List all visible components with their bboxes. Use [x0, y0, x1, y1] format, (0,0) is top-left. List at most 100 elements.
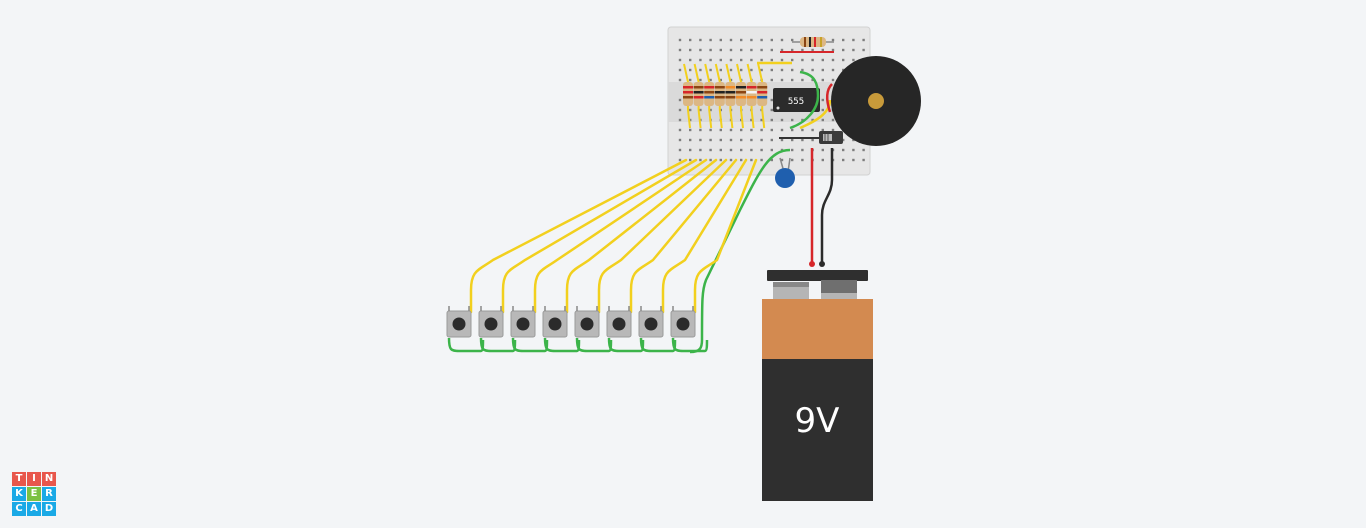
breadboard-hole	[689, 158, 692, 162]
breadboard-hole	[699, 38, 702, 42]
resistor-band	[725, 86, 736, 89]
breadboard-hole	[780, 118, 784, 122]
breadboard-hole	[689, 118, 692, 122]
resistor-band	[704, 91, 715, 94]
breadboard-hole	[719, 58, 722, 62]
breadboard-hole	[821, 68, 824, 72]
breadboard-hole	[852, 38, 855, 42]
breadboard-hole	[709, 158, 712, 162]
button-ground-chain[interactable]	[447, 337, 709, 353]
breadboard-hole	[760, 148, 763, 152]
pushbutton[interactable]	[542, 306, 568, 338]
top-resistor[interactable]	[792, 37, 834, 47]
resistor-body	[693, 82, 704, 106]
ic-555[interactable]: 555	[773, 88, 820, 112]
breadboard-hole	[770, 148, 773, 152]
chip-wire-yellow[interactable]	[799, 99, 832, 130]
logo-letter: E	[27, 487, 41, 501]
breadboard-hole	[862, 38, 865, 42]
breadboard-hole	[760, 58, 763, 62]
breadboard-hole	[852, 148, 855, 152]
breadboard-hole	[811, 118, 814, 122]
breadboard-hole	[719, 68, 722, 72]
ground-wire-green[interactable]	[689, 148, 791, 354]
breadboard-hole	[729, 78, 733, 82]
button-wires[interactable]	[469, 158, 758, 314]
ground-link-green	[671, 337, 709, 353]
ground-link-green	[447, 337, 485, 353]
pushbutton[interactable]	[510, 306, 536, 338]
breadboard-hole	[678, 48, 682, 52]
slide-switch[interactable]	[819, 131, 843, 144]
resistor-body	[704, 82, 715, 106]
breadboard-hole	[801, 58, 804, 62]
chip-wire-green[interactable]	[789, 70, 820, 130]
breadboard-hole	[821, 58, 824, 62]
pushbutton[interactable]	[446, 306, 472, 338]
pushbutton-row[interactable]	[446, 306, 696, 338]
breadboard-hole	[760, 48, 763, 52]
breadboard-hole	[689, 108, 692, 112]
logo-letter: K	[12, 487, 26, 501]
breadboard-hole	[770, 108, 773, 112]
breadboard-hole	[678, 108, 682, 112]
breadboard-hole	[729, 58, 733, 62]
breadboard-hole	[770, 68, 773, 72]
breadboard-hole	[760, 158, 763, 162]
breadboard-hole	[750, 58, 753, 62]
breadboard-hole	[750, 118, 753, 122]
pushbutton[interactable]	[606, 306, 632, 338]
capacitor[interactable]	[775, 157, 795, 188]
breadboard-hole	[719, 128, 722, 132]
pushbutton-cap	[516, 317, 530, 331]
pushbutton[interactable]	[670, 306, 696, 338]
breadboard-hole	[791, 118, 794, 122]
breadboard-hole	[750, 128, 753, 132]
resistor-ladder[interactable]	[683, 63, 768, 129]
resistor-band	[683, 91, 693, 94]
breadboard-hole	[770, 58, 773, 62]
breadboard-hole	[719, 138, 722, 142]
breadboard-hole	[852, 48, 855, 52]
pushbutton-cap	[676, 317, 690, 331]
piezo-buzzer[interactable]	[831, 56, 921, 146]
resistor-band	[736, 96, 746, 99]
chip-wire-red[interactable]	[826, 83, 833, 113]
pushbutton[interactable]	[574, 306, 600, 338]
logo-letter: I	[27, 472, 41, 486]
resistor-band	[683, 86, 693, 89]
breadboard-hole	[750, 48, 753, 52]
pushbutton[interactable]	[638, 306, 664, 338]
resistor-band	[736, 91, 746, 94]
breadboard-hole	[678, 158, 682, 162]
breadboard-hole	[719, 148, 722, 152]
tinkercad-logo[interactable]: T I N K E R C A D	[12, 472, 56, 516]
breadboard-hole	[791, 58, 794, 62]
pushbutton[interactable]	[478, 306, 504, 338]
battery-body	[762, 359, 873, 501]
breadboard-hole	[699, 108, 702, 112]
breadboard-hole	[780, 48, 784, 52]
breadboard-hole	[729, 158, 733, 162]
breadboard-hole	[770, 138, 773, 142]
breadboard-hole	[709, 128, 712, 132]
breadboard-hole	[801, 78, 804, 82]
breadboard-hole	[801, 128, 804, 132]
breadboard-hole	[842, 58, 845, 62]
breadboard-hole	[801, 68, 804, 72]
breadboard-hole	[699, 148, 702, 152]
breadboard-hole	[791, 128, 794, 132]
battery-9v[interactable]: 9V	[762, 261, 873, 501]
breadboard-hole	[801, 148, 804, 152]
breadboard-hole	[678, 98, 682, 102]
logo-letter: R	[42, 487, 56, 501]
resistor-band	[725, 91, 736, 94]
breadboard-hole	[678, 58, 682, 62]
resistor-body	[714, 82, 725, 106]
breadboard-hole	[831, 48, 835, 52]
breadboard-hole	[719, 48, 722, 52]
battery-wire-black[interactable]	[820, 148, 834, 264]
pushbutton-cap	[484, 317, 498, 331]
breadboard-hole	[821, 78, 824, 82]
